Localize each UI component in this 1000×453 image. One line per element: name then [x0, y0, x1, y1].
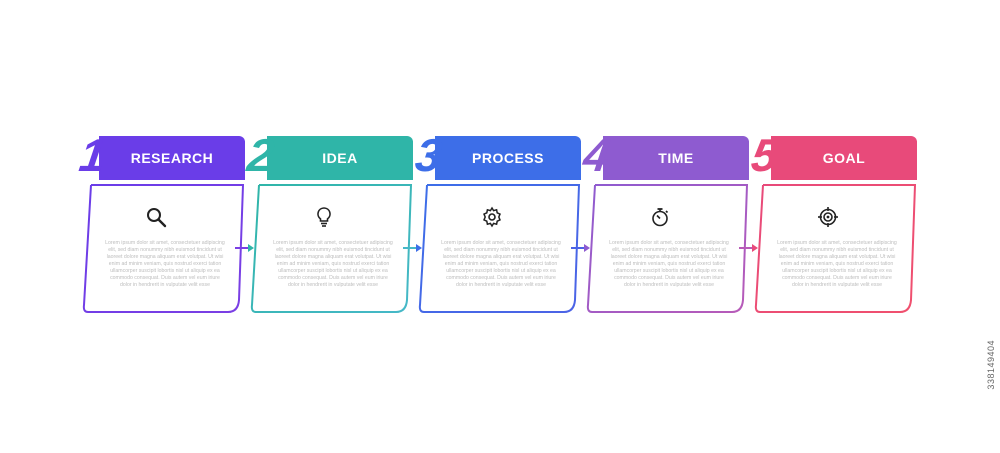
gear-icon — [481, 206, 503, 228]
connector-arrow — [235, 240, 255, 258]
step-frame — [586, 184, 749, 313]
lightbulb-icon — [313, 206, 335, 228]
target-icon — [817, 206, 839, 228]
step-title: RESEARCH — [99, 136, 245, 180]
step-description: Lorem ipsum dolor sit amet, consectetuer… — [777, 240, 897, 288]
connector-arrow — [739, 240, 759, 258]
search-icon — [145, 206, 167, 228]
step-frame — [754, 184, 917, 313]
step-frame — [250, 184, 413, 313]
step-description: Lorem ipsum dolor sit amet, consectetuer… — [441, 240, 561, 288]
step-title: IDEA — [267, 136, 413, 180]
step-title: PROCESS — [435, 136, 581, 180]
step-frame — [82, 184, 245, 313]
connector-arrow — [403, 240, 423, 258]
step-description: Lorem ipsum dolor sit amet, consectetuer… — [273, 240, 393, 288]
step-frame — [418, 184, 581, 313]
connector-arrow — [571, 240, 591, 258]
step-description: Lorem ipsum dolor sit amet, consectetuer… — [105, 240, 225, 288]
stock-id: 338149404 — [986, 340, 996, 390]
step-title: TIME — [603, 136, 749, 180]
step-description: Lorem ipsum dolor sit amet, consectetuer… — [609, 240, 729, 288]
stopwatch-icon — [649, 206, 671, 228]
step-title: GOAL — [771, 136, 917, 180]
